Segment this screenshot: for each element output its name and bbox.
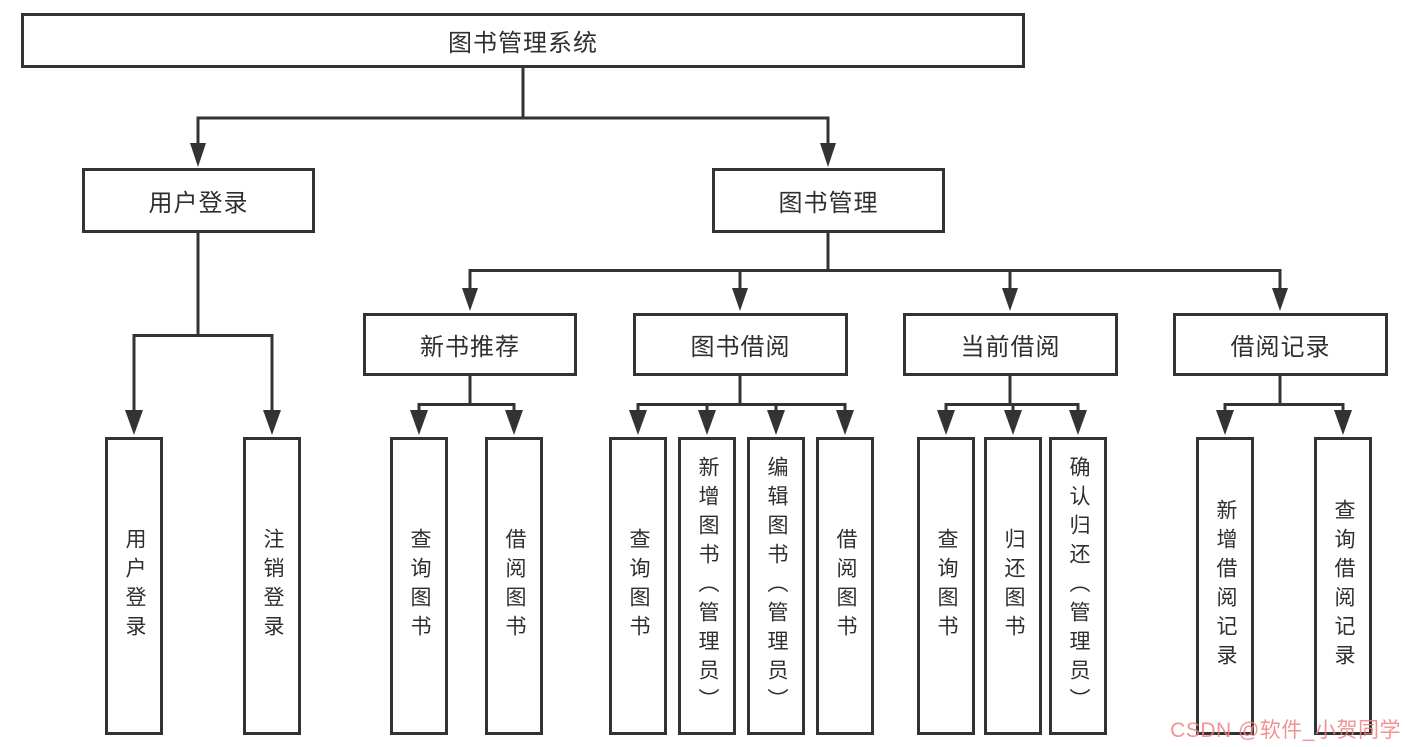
node-current-borrowing: 当前借阅 xyxy=(903,313,1118,376)
leaf-add-borrow-record: 新增借阅记录 xyxy=(1196,437,1254,735)
node-user-login: 用户登录 xyxy=(82,168,315,233)
node-borrowing-records: 借阅记录 xyxy=(1173,313,1388,376)
leaf-edit-books-admin: 编辑图书（管理员） xyxy=(747,437,805,735)
node-book-borrowing: 图书借阅 xyxy=(633,313,848,376)
node-library-management-system: 图书管理系统 xyxy=(21,13,1025,68)
leaf-query-borrow-record: 查询借阅记录 xyxy=(1314,437,1372,735)
leaf-logout: 注销登录 xyxy=(243,437,301,735)
leaf-borrow-books-recommend: 借阅图书 xyxy=(485,437,543,735)
leaf-query-books-borrow: 查询图书 xyxy=(609,437,667,735)
node-book-management: 图书管理 xyxy=(712,168,945,233)
leaf-return-books: 归还图书 xyxy=(984,437,1042,735)
leaf-confirm-return-admin: 确认归还（管理员） xyxy=(1049,437,1107,735)
node-new-book-recommendation: 新书推荐 xyxy=(363,313,577,376)
leaf-query-books-current: 查询图书 xyxy=(917,437,975,735)
leaf-add-books-admin: 新增图书（管理员） xyxy=(678,437,736,735)
leaf-borrow-books: 借阅图书 xyxy=(816,437,874,735)
leaf-user-login: 用户登录 xyxy=(105,437,163,735)
leaf-query-books-recommend: 查询图书 xyxy=(390,437,448,735)
csdn-watermark: CSDN @软件_小贺同学 xyxy=(1170,719,1401,742)
